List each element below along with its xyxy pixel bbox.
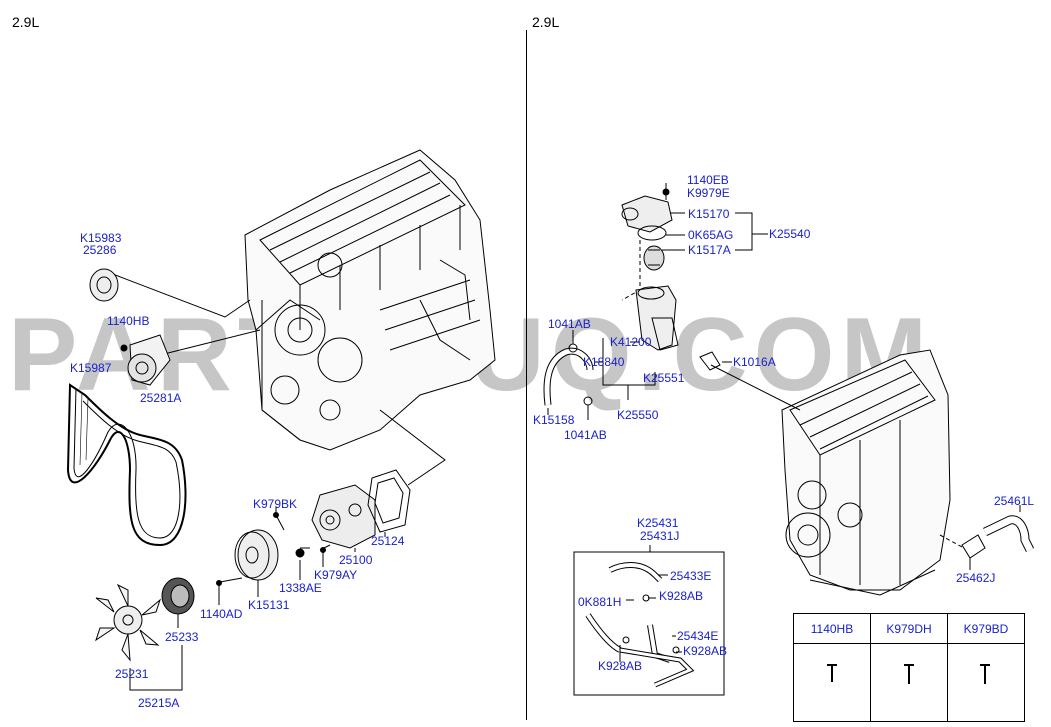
label-k15170[interactable]: K15170 [688, 207, 730, 221]
label-k41200[interactable]: K41200 [610, 335, 652, 349]
label-25100[interactable]: 25100 [339, 553, 373, 567]
section-divider [526, 30, 527, 720]
label-0k65ag[interactable]: 0K65AG [688, 228, 734, 242]
label-k928ab-2[interactable]: K928AB [683, 644, 728, 658]
fan-clutch [161, 577, 195, 615]
label-k928ab-3[interactable]: K928AB [598, 659, 643, 673]
label-25124[interactable]: 25124 [371, 534, 405, 548]
label-k15158[interactable]: K15158 [533, 413, 575, 427]
belt-tensioner [120, 334, 171, 386]
label-25286[interactable]: 25286 [83, 243, 117, 257]
label-25461l[interactable]: 25461L [994, 494, 1035, 508]
label-0k881h[interactable]: 0K881H [578, 595, 622, 609]
water-outlet [635, 285, 679, 351]
water-pump [311, 484, 376, 549]
label-k1517a[interactable]: K1517A [688, 243, 731, 257]
label-k928ab-1[interactable]: K928AB [659, 589, 704, 603]
fastener-cell-2 [870, 643, 948, 722]
right-engine-header: 2.9L [532, 14, 560, 30]
water-pump-gasket [367, 469, 411, 533]
label-1140hb[interactable]: 1140HB [107, 314, 150, 328]
label-k18840[interactable]: K18840 [583, 355, 625, 369]
water-pump-pulley [234, 529, 279, 581]
drive-belt [66, 383, 187, 547]
thermostat-housing [621, 183, 673, 271]
label-25233[interactable]: 25233 [165, 630, 199, 644]
label-k979ay[interactable]: K979AY [314, 568, 358, 582]
label-25215a[interactable]: 25215A [138, 696, 180, 710]
fastener-cell-1 [793, 643, 871, 722]
label-1041ab-top[interactable]: 1041AB [548, 317, 591, 331]
fastener-cell-3 [947, 643, 1025, 722]
right-engine-block [781, 349, 951, 596]
label-k15131[interactable]: K15131 [248, 598, 290, 612]
label-k15987[interactable]: K15987 [70, 361, 112, 375]
label-25434e[interactable]: 25434E [677, 629, 719, 643]
idler-pulley [89, 268, 119, 302]
label-k25550[interactable]: K25550 [617, 408, 659, 422]
fastener-header-1[interactable]: 1140HB [793, 613, 871, 644]
label-1140eb[interactable]: 1140EB [687, 173, 729, 187]
cooling-fan [95, 583, 162, 662]
label-25433e[interactable]: 25433E [670, 569, 712, 583]
label-k25540[interactable]: K25540 [769, 227, 811, 241]
label-k25551[interactable]: K25551 [643, 371, 685, 385]
water-inlet-pipe [939, 505, 1035, 570]
label-1041ab-bottom[interactable]: 1041AB [564, 428, 607, 442]
label-k9979e[interactable]: K9979E [687, 186, 730, 200]
label-k25431[interactable]: K25431 [637, 516, 679, 530]
fastener-header-3[interactable]: K979BD [947, 613, 1025, 644]
label-25281a[interactable]: 25281A [140, 391, 182, 405]
label-25231[interactable]: 25231 [115, 667, 149, 681]
label-k15983[interactable]: K15983 [80, 231, 122, 245]
label-k979bk[interactable]: K979BK [253, 497, 298, 511]
fastener-table: 1140HB K979DH K979BD [793, 613, 1025, 722]
label-25462j[interactable]: 25462J [956, 571, 996, 585]
label-1140ad[interactable]: 1140AD [200, 607, 243, 621]
label-25431j[interactable]: 25431J [640, 529, 680, 543]
label-1338ae[interactable]: 1338AE [279, 581, 322, 595]
fastener-header-2[interactable]: K979DH [870, 613, 948, 644]
left-engine-header: 2.9L [12, 14, 40, 30]
label-k1016a[interactable]: K1016A [733, 355, 776, 369]
hose-kit-box [573, 545, 725, 696]
left-engine-block [244, 149, 496, 451]
